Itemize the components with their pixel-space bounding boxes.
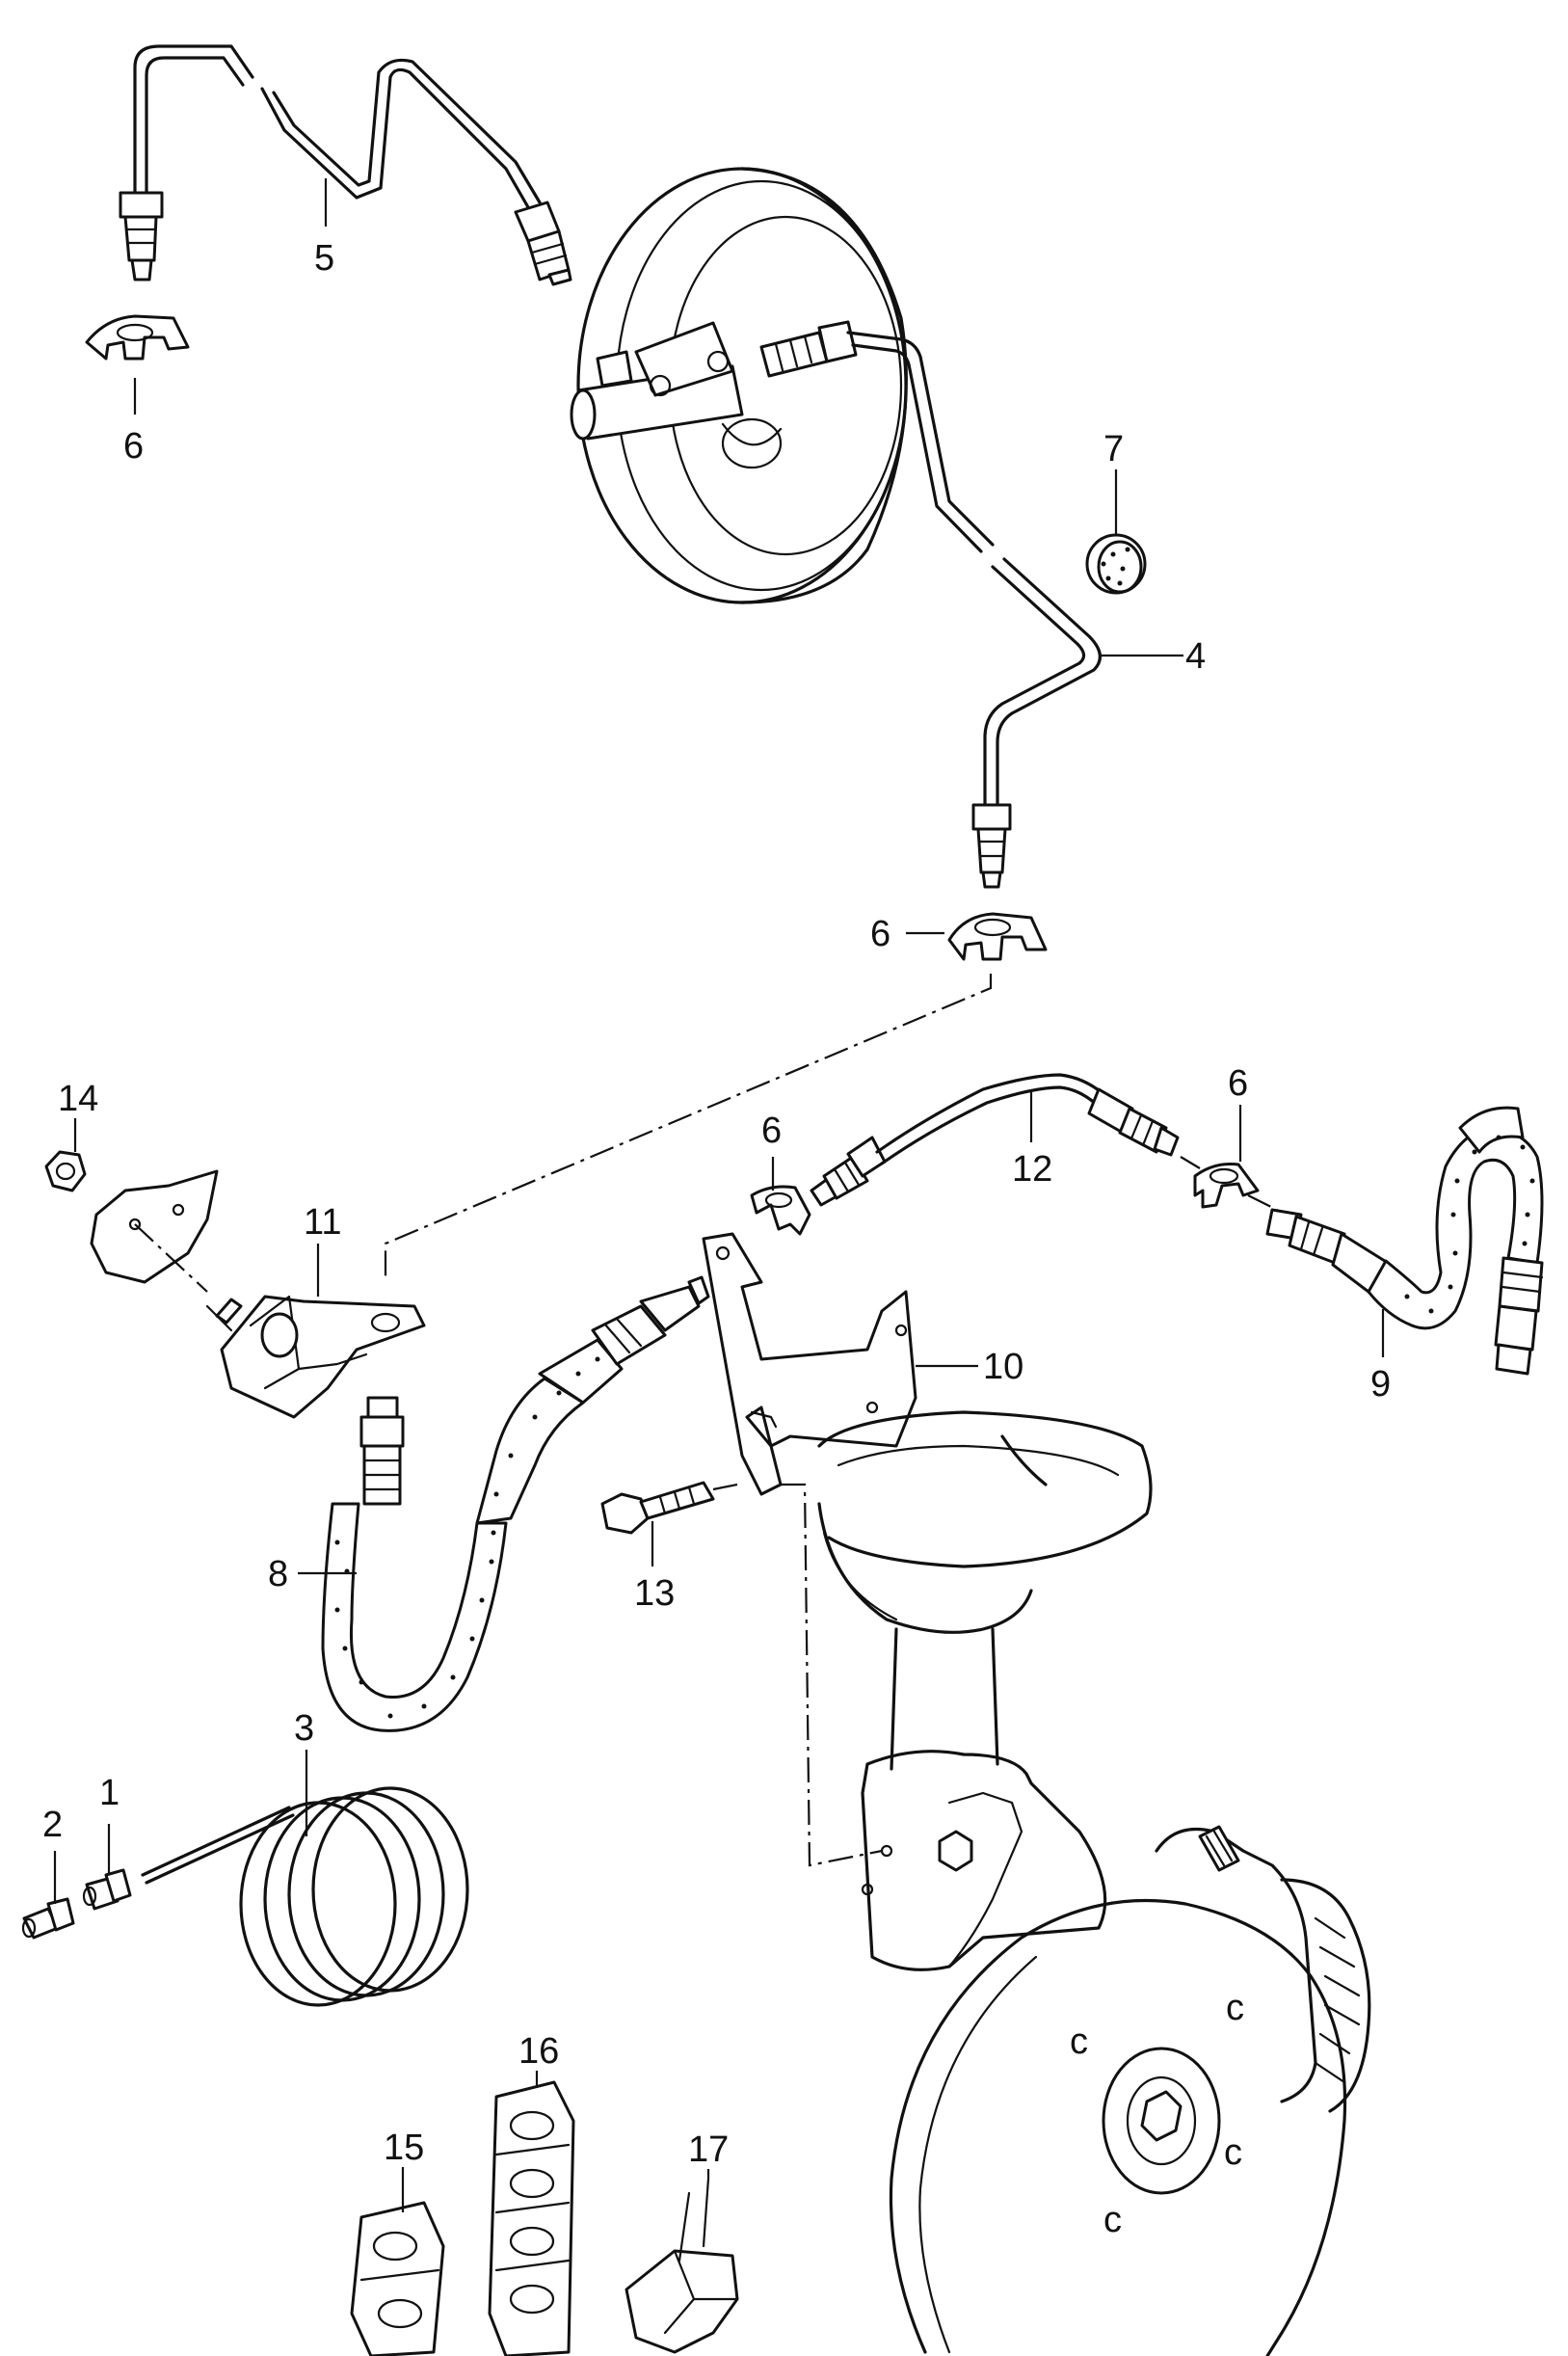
callout-6d: 6	[1228, 1063, 1248, 1104]
suspension-strut	[817, 1410, 1153, 1971]
callout-4: 4	[1185, 636, 1206, 677]
svg-text:c: c	[1103, 2200, 1122, 2240]
callout-labels: 1 2 3 4 5 6 6 6 6 7 8 9 10 11 12 13 14 1…	[42, 238, 1391, 2170]
callout-6a: 6	[123, 426, 144, 467]
callout-13: 13	[634, 1573, 675, 1614]
brake-pipe-5	[119, 44, 572, 286]
callout-6c: 6	[761, 1111, 782, 1151]
callout-12: 12	[1012, 1149, 1052, 1190]
callout-16: 16	[518, 2031, 559, 2072]
callout-3: 3	[294, 1708, 314, 1749]
callout-14: 14	[58, 1079, 98, 1119]
brake-pipe-12	[810, 1073, 1180, 1207]
callout-10: 10	[983, 1347, 1023, 1387]
callout-9: 9	[1370, 1364, 1391, 1405]
brake-booster	[576, 167, 908, 604]
callout-11: 11	[304, 1202, 341, 1243]
pipe-coil-3	[141, 1786, 469, 2007]
master-cylinder	[570, 321, 744, 441]
callout-7: 7	[1103, 429, 1124, 469]
callout-1: 1	[99, 1773, 120, 1813]
callout-6b: 6	[870, 914, 890, 954]
mount-plate	[90, 1169, 219, 1293]
callout-15: 15	[384, 2128, 424, 2168]
bracket-11	[205, 1295, 426, 1419]
clip-6-bracket	[750, 1185, 811, 1236]
callout-8: 8	[268, 1554, 288, 1594]
dust-cap-1	[82, 1868, 132, 1911]
callout-17: 17	[688, 2129, 729, 2170]
bracket-10	[702, 1232, 917, 1496]
pipe-clip-16	[488, 2080, 575, 2356]
clip-6-upper	[85, 314, 190, 361]
brake-disc: c c c c	[889, 1898, 1347, 2356]
nut-14	[44, 1150, 87, 1192]
assembly-line-a	[384, 974, 993, 1282]
pipe-clip-17	[625, 2177, 739, 2354]
brake-hose-9	[1265, 1106, 1544, 1376]
leader-lines	[53, 178, 1385, 2212]
grommet-7	[1085, 533, 1147, 595]
clip-6-mid	[947, 912, 1048, 961]
brake-caliper	[1155, 1825, 1371, 2113]
clip-6-right	[1180, 1156, 1278, 1211]
brake-pipe-4	[759, 320, 1102, 889]
assembly-line-b	[781, 1483, 883, 1867]
pipe-clip-15	[350, 2201, 445, 2356]
callout-2: 2	[42, 1805, 63, 1845]
callout-5: 5	[314, 238, 334, 279]
svg-text:c: c	[1224, 2132, 1242, 2173]
svg-text:c: c	[1070, 2021, 1088, 2062]
svg-text:c: c	[1226, 1988, 1244, 2028]
brake-hose-8	[321, 1275, 710, 1732]
bolt-13	[600, 1481, 738, 1535]
bleeder-screw-2	[21, 1897, 75, 1940]
